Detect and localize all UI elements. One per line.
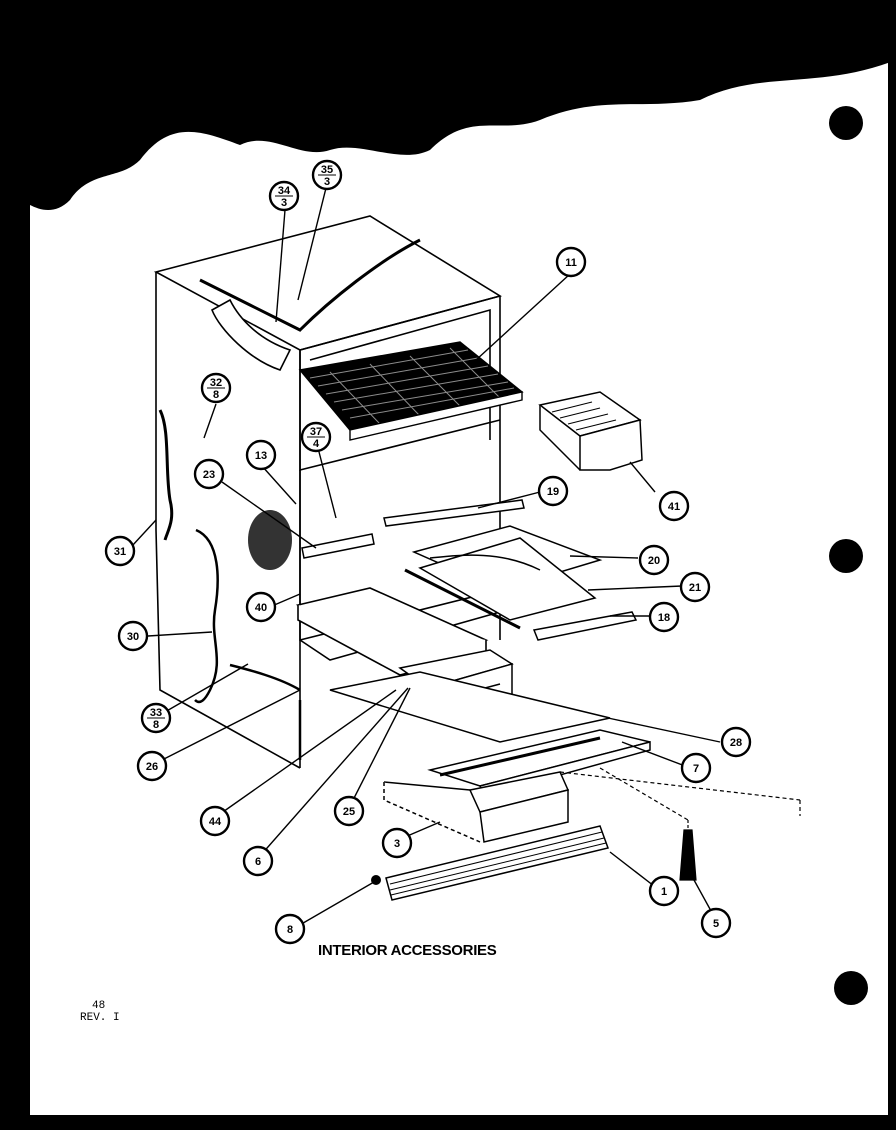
callout-23: 23 xyxy=(193,458,225,490)
callout-33: 338 xyxy=(140,702,172,734)
kick-grille xyxy=(385,825,609,901)
cabinet-top-cutaway xyxy=(210,298,292,371)
callout-21-label: 21 xyxy=(689,582,701,594)
callout-25-label: 25 xyxy=(343,806,355,818)
callout-30: 30 xyxy=(117,620,149,652)
callout-3: 3 xyxy=(381,827,413,859)
callout-6-label: 6 xyxy=(255,856,261,868)
callout-21: 21 xyxy=(679,571,711,603)
callout-26-label: 26 xyxy=(146,761,158,773)
glass-shelf xyxy=(404,525,603,630)
callout-33-bottom: 8 xyxy=(153,719,159,731)
callout-19: 19 xyxy=(537,475,569,507)
callout-44: 44 xyxy=(199,805,231,837)
binding-hole xyxy=(834,971,868,1005)
callout-6: 6 xyxy=(242,845,274,877)
callout-28-label: 28 xyxy=(730,737,742,749)
rail-19 xyxy=(383,499,525,527)
callout-37-top: 37 xyxy=(310,426,322,438)
scan-smudges xyxy=(30,22,896,570)
callout-35-top: 35 xyxy=(321,164,333,176)
callout-13: 13 xyxy=(245,439,277,471)
callout-37: 374 xyxy=(300,421,332,453)
callout-11: 11 xyxy=(555,246,587,278)
cabinet-top-gasket xyxy=(199,238,421,332)
callout-7-label: 7 xyxy=(693,763,699,775)
callout-13-label: 13 xyxy=(255,450,267,462)
callout-20-label: 20 xyxy=(648,555,660,567)
callout-8: 8 xyxy=(274,913,306,945)
callout-32: 328 xyxy=(200,372,232,404)
callout-37-bottom: 4 xyxy=(313,438,320,450)
callout-34-bottom: 3 xyxy=(281,197,287,209)
drawer-pan xyxy=(383,771,570,843)
ice-maker xyxy=(538,391,643,471)
rail-23 xyxy=(301,533,375,559)
callout-26: 26 xyxy=(136,750,168,782)
callout-19-label: 19 xyxy=(547,486,559,498)
callout-33-top: 33 xyxy=(150,707,162,719)
callout-5: 5 xyxy=(700,907,732,939)
crisper-cover xyxy=(295,587,489,676)
callout-34: 343 xyxy=(268,180,300,212)
callout-7: 7 xyxy=(680,752,712,784)
callout-40-label: 40 xyxy=(255,602,267,614)
left-gasket xyxy=(158,409,174,541)
callout-41: 41 xyxy=(658,490,690,522)
callout-30-label: 30 xyxy=(127,631,139,643)
callout-32-top: 32 xyxy=(210,377,222,389)
callout-11-label: 11 xyxy=(565,257,577,269)
diagram-title: INTERIOR ACCESSORIES xyxy=(318,942,497,959)
callout-3-label: 3 xyxy=(394,838,400,850)
revision-label: REV. I xyxy=(80,1012,120,1024)
callout-35: 353 xyxy=(311,159,343,191)
cabinet-left-side xyxy=(155,272,301,769)
dashed-guides xyxy=(559,767,801,821)
binding-hole xyxy=(829,539,863,573)
callout-18: 18 xyxy=(648,601,680,633)
callout-8-label: 8 xyxy=(287,924,293,936)
callout-31: 31 xyxy=(104,535,136,567)
leveling-leg xyxy=(679,820,697,881)
binding-hole xyxy=(829,106,863,140)
page-number: 48 xyxy=(92,1000,106,1012)
binding-holes xyxy=(829,106,868,1005)
callout-31-label: 31 xyxy=(114,546,126,558)
callout-40: 40 xyxy=(245,591,277,623)
callout-25: 25 xyxy=(333,795,365,827)
callout-20: 20 xyxy=(638,544,670,576)
callout-1: 1 xyxy=(648,875,680,907)
cabinet xyxy=(153,215,502,769)
callout-18-label: 18 xyxy=(658,612,670,624)
gasket-parts xyxy=(194,528,302,760)
callout-32-bottom: 8 xyxy=(213,389,219,401)
callout-23-label: 23 xyxy=(203,469,215,481)
callout-28: 28 xyxy=(720,726,752,758)
leader-lines xyxy=(131,187,721,927)
callout-5-label: 5 xyxy=(713,918,719,930)
shelf-rails xyxy=(301,499,525,559)
callout-1-label: 1 xyxy=(661,886,667,898)
callout-34-top: 34 xyxy=(278,185,291,197)
rail-18 xyxy=(532,611,638,641)
callout-41-label: 41 xyxy=(668,501,680,513)
callout-35-bottom: 3 xyxy=(324,176,330,188)
callout-44-label: 44 xyxy=(209,816,222,828)
wire-shelf xyxy=(298,341,524,441)
